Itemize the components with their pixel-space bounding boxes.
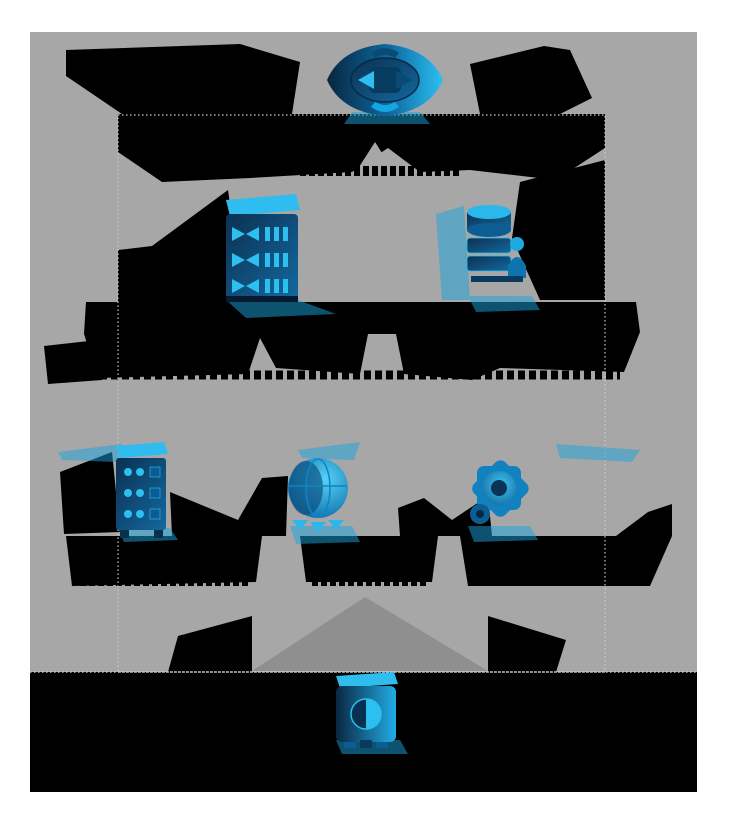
app-server-node	[466, 205, 526, 282]
label-mass-middle	[84, 302, 640, 380]
label-mass-lower-center	[300, 536, 438, 582]
web-globe-node	[288, 458, 348, 532]
glow	[344, 112, 430, 124]
core-switch-node	[226, 194, 300, 302]
knockout-row-right	[616, 504, 672, 536]
rack-icon	[116, 442, 168, 538]
router-icon	[327, 44, 443, 116]
glyph-silhouettes	[80, 166, 645, 586]
gear-icon	[470, 460, 529, 524]
glow	[468, 296, 540, 312]
knockout-top-right	[470, 46, 592, 114]
glow	[298, 442, 360, 460]
knockout-regions	[44, 44, 672, 672]
server-icon	[466, 205, 526, 282]
glow	[226, 300, 336, 318]
monitor-icon	[336, 672, 398, 748]
services-gear-node	[470, 460, 529, 524]
storage-rack-node	[116, 442, 168, 538]
globe-icon	[288, 458, 348, 532]
glow	[58, 444, 122, 462]
internet-router-node	[327, 44, 443, 116]
glow	[468, 526, 538, 542]
shadow-triangle	[252, 597, 488, 671]
knockout-row-gap1	[170, 476, 288, 536]
knockout-mid-right	[512, 160, 605, 300]
label-mass-lower-left	[66, 536, 262, 586]
label-mass-top	[118, 114, 605, 182]
knockout-bottom-left	[168, 616, 252, 672]
glow	[436, 206, 470, 300]
cyan-glows	[58, 112, 640, 754]
dashed-boundary-box	[117, 114, 606, 673]
client-workstation-node	[336, 672, 398, 748]
knockout-row-left	[60, 452, 120, 534]
glow	[290, 526, 360, 544]
label-mass-lower-right	[460, 536, 672, 586]
switch-icon	[226, 194, 300, 302]
label-mass-middle-tip	[44, 340, 102, 384]
knockout-mid-left	[118, 190, 244, 302]
knockout-bottom-right	[488, 616, 566, 672]
glow	[556, 444, 640, 462]
knockout-top-left	[66, 44, 300, 114]
